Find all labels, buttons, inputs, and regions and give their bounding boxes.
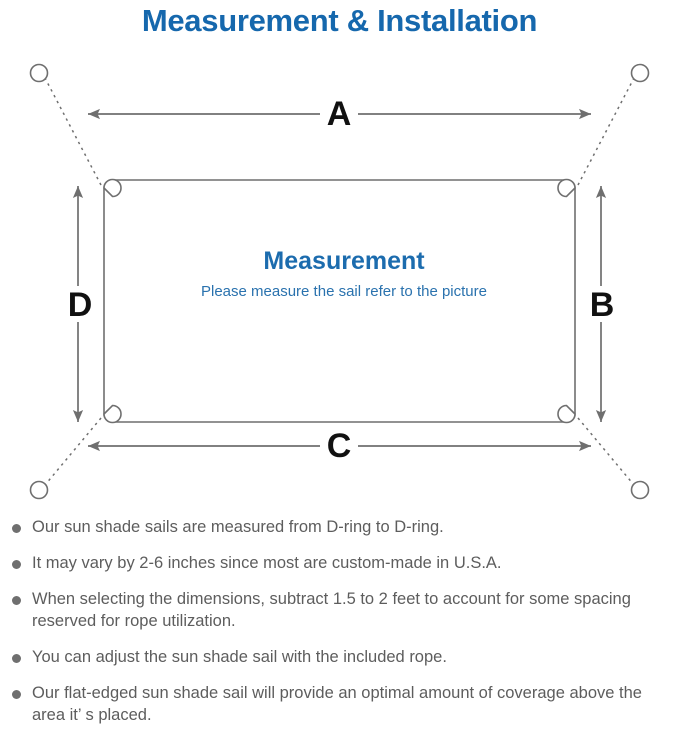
sail-center-subtitle: Please measure the sail refer to the pic… [201, 283, 487, 300]
d-ring-bottom-left [103, 404, 122, 424]
sun-shade-sail-measurement-diagram: A B C D Measurement Please measure the s… [0, 42, 679, 512]
sail-center-title: Measurement [263, 247, 425, 275]
list-item: Our flat-edged sun shade sail will provi… [0, 682, 679, 726]
bullet-icon [12, 690, 21, 699]
anchor-points [29, 63, 650, 500]
note-text: It may vary by 2-6 inches since most are… [32, 554, 502, 572]
bullet-icon [12, 524, 21, 533]
anchor-top-left [29, 63, 49, 83]
note-text: You can adjust the sun shade sail with t… [32, 648, 447, 666]
d-rings [103, 178, 576, 424]
rope-top-left [44, 77, 102, 186]
notes-list: Our sun shade sails are measured from D-… [0, 516, 679, 740]
rope-top-right [577, 77, 635, 186]
bullet-icon [12, 654, 21, 663]
anchor-top-right [630, 63, 650, 83]
rope-lines [44, 77, 635, 486]
list-item: Our sun shade sails are measured from D-… [0, 516, 679, 538]
dimension-label-c: C [327, 427, 352, 465]
d-ring-bottom-right [557, 404, 576, 424]
dimension-label-a: A [327, 95, 352, 133]
bullet-icon [12, 596, 21, 605]
page-title: Measurement & Installation [141, 3, 538, 38]
rope-bottom-right [577, 417, 635, 486]
anchor-bottom-left [29, 480, 49, 500]
sail-shape [103, 179, 576, 423]
list-item: When selecting the dimensions, subtract … [0, 588, 679, 632]
dimension-label-backgrounds [61, 96, 622, 464]
rope-bottom-left [44, 417, 102, 486]
dimension-label-d: D [68, 286, 93, 324]
d-ring-top-left [103, 178, 122, 198]
list-item: You can adjust the sun shade sail with t… [0, 646, 679, 668]
bullet-icon [12, 560, 21, 569]
note-text: Our flat-edged sun shade sail will provi… [32, 684, 642, 724]
list-item: It may vary by 2-6 inches since most are… [0, 552, 679, 574]
anchor-bottom-right [630, 480, 650, 500]
d-ring-top-right [557, 178, 576, 198]
note-text: Our sun shade sails are measured from D-… [32, 518, 444, 536]
dimension-label-b: B [590, 286, 615, 324]
note-text: When selecting the dimensions, subtract … [32, 590, 631, 630]
